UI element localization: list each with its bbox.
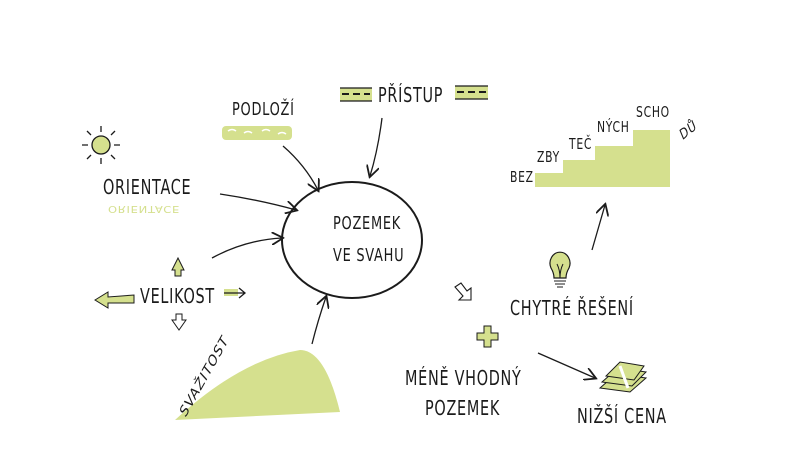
sun-icon bbox=[82, 126, 120, 164]
stair-step-1: BEZ bbox=[510, 168, 534, 186]
label-size: VELIKOST bbox=[140, 284, 215, 308]
arrow-to-price bbox=[537, 352, 595, 378]
arrow-subsoil bbox=[282, 145, 318, 190]
label-smart-solution: CHYTRÉ ŘEŠENÍ bbox=[510, 296, 634, 320]
arrow-orientation bbox=[219, 193, 296, 210]
label-orientation-reflection: ORIENTACE bbox=[108, 203, 180, 216]
stair-step-4: NÝCH bbox=[597, 118, 630, 136]
lightbulb-icon bbox=[549, 251, 571, 288]
label-subsoil: PODLOŽÍ bbox=[232, 99, 295, 120]
central-ellipse bbox=[281, 181, 423, 299]
stair-step-5: SCHO bbox=[636, 103, 670, 121]
label-lower-price: NIŽŠÍ CENA bbox=[577, 404, 667, 428]
arrow-access bbox=[370, 117, 383, 176]
plus-icon bbox=[476, 325, 499, 348]
label-access: PŘÍSTUP bbox=[378, 83, 444, 107]
label-less-suitable-2: POZEMEK bbox=[425, 396, 500, 420]
label-orientation: ORIENTACE bbox=[103, 175, 192, 199]
arrow-outline-icon bbox=[454, 282, 472, 301]
ground-icon bbox=[222, 126, 292, 140]
stair-step-3: TEČ bbox=[569, 135, 593, 153]
central-line-2: VE SVAHU bbox=[333, 245, 405, 266]
arrow-size bbox=[211, 238, 282, 259]
hill-icon bbox=[175, 350, 340, 420]
stair-step-2: ZBY bbox=[537, 148, 560, 166]
money-stack-icon bbox=[598, 361, 648, 393]
central-line-1: POZEMEK bbox=[333, 213, 401, 234]
arrow-slope bbox=[311, 297, 326, 345]
label-less-suitable-1: MÉNĚ VHODNÝ bbox=[405, 366, 522, 390]
stairs-icon bbox=[535, 130, 670, 187]
arrow-to-stairs bbox=[591, 205, 605, 251]
road-icon bbox=[340, 85, 488, 102]
size-arrows-icon bbox=[94, 256, 247, 331]
